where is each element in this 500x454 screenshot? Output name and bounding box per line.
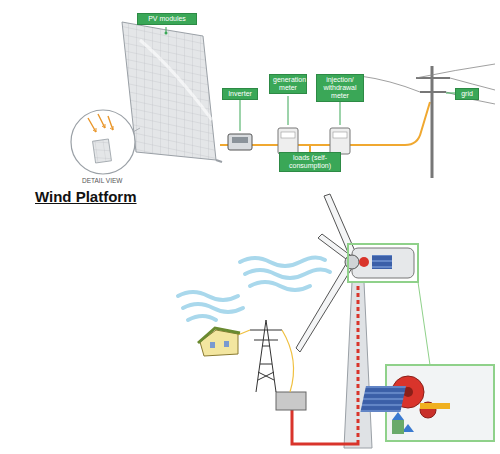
callout-text: loads (self-consumption) (283, 154, 337, 170)
callout-box: PV modules (137, 13, 197, 25)
callout-box: generation meter (269, 74, 307, 94)
generation-meter-device (278, 128, 298, 154)
detail-view (71, 110, 140, 174)
callout-box: grid (455, 88, 479, 100)
grid-pole (360, 64, 495, 178)
callout-box: injection/ withdrawal meter (316, 74, 364, 102)
leader-dot (165, 32, 168, 35)
house (198, 328, 240, 356)
injection-meter-device (330, 128, 350, 154)
leader-line (446, 93, 455, 94)
callout-text: Inverter (226, 90, 254, 98)
tower (344, 282, 372, 448)
cable (357, 286, 360, 440)
leader-line (166, 27, 167, 32)
detail-label: DETAIL VIEW (82, 177, 122, 184)
nacelle-detail (360, 365, 494, 441)
callout-text: PV modules (141, 15, 193, 23)
cable (292, 408, 358, 444)
inset-leader (418, 282, 430, 365)
inverter-device (228, 134, 252, 150)
transformer (276, 392, 306, 410)
leader-line (288, 96, 289, 125)
section-heading: Wind Platform (35, 188, 137, 205)
inset-frame (348, 244, 418, 282)
callout-text: generation meter (273, 76, 303, 92)
wire (309, 145, 311, 152)
gearbox (359, 257, 369, 267)
callout-text: injection/ withdrawal meter (320, 76, 360, 100)
pv-panel (122, 22, 222, 162)
generator (372, 255, 392, 269)
nacelle (352, 248, 414, 278)
callout-box: loads (self-consumption) (279, 152, 341, 172)
wind-gusts (178, 257, 330, 320)
callout-text: grid (459, 90, 475, 98)
callout-box: Inverter (222, 88, 258, 100)
leader-line (240, 100, 241, 131)
